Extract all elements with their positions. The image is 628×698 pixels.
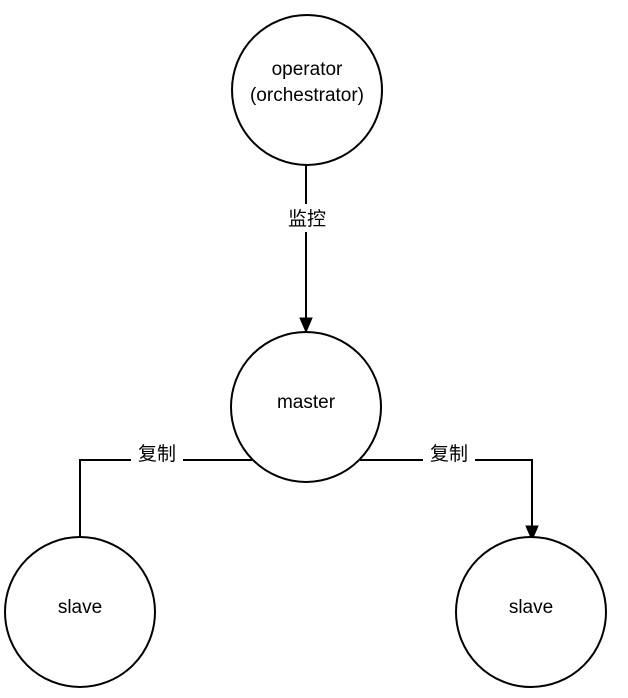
edge-replicate-right-arrowhead: [525, 525, 539, 542]
node-operator-line2: (orchestrator): [250, 85, 364, 106]
edge-monitor-label-bg: [280, 204, 334, 232]
edge-monitor-arrowhead: [299, 317, 313, 334]
node-operator: operator (orchestrator): [231, 14, 383, 166]
node-slave-right-label: slave: [509, 597, 553, 618]
edge-replicate-left-label-bg: [131, 440, 183, 468]
edge-replicate-right-label: 复制: [430, 443, 468, 465]
node-master: master: [230, 331, 382, 483]
edge-replicate-left: 复制: [73, 440, 252, 556]
node-operator-circle: [231, 14, 383, 166]
edge-monitor-label: 监控: [288, 208, 326, 230]
edge-replicate-right-line: [360, 459, 533, 528]
edge-replicate-right-label-bg: [423, 440, 475, 468]
node-slave-right: slave: [455, 536, 607, 688]
node-master-label: master: [277, 392, 336, 413]
node-slave-right-circle: [455, 536, 607, 688]
edge-monitor: 监控: [280, 164, 334, 334]
edge-replicate-right: 复制: [360, 440, 539, 542]
edge-replicate-left-line: [79, 459, 252, 542]
node-operator-line1: operator: [272, 59, 343, 80]
node-master-circle: [230, 331, 382, 483]
node-slave-left: slave: [4, 536, 156, 688]
node-slave-left-circle: [4, 536, 156, 688]
edge-replicate-left-label: 复制: [138, 443, 176, 465]
node-slave-left-label: slave: [58, 597, 102, 618]
